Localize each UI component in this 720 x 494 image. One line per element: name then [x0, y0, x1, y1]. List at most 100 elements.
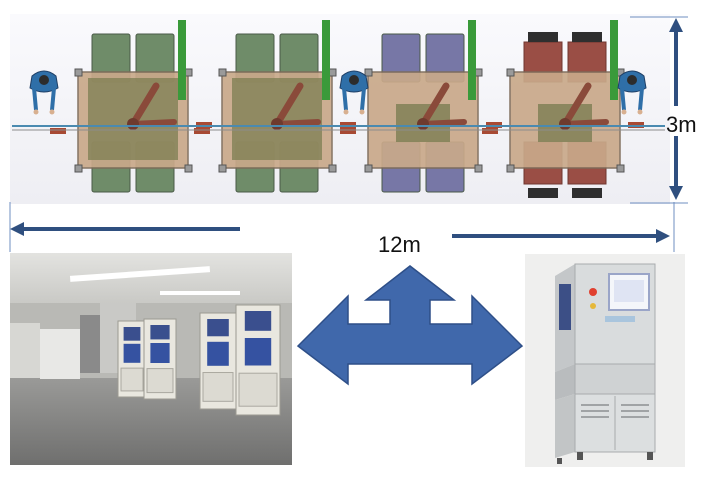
corner-post	[364, 164, 373, 173]
single-machine-photo	[525, 254, 685, 467]
operator-arm	[620, 87, 626, 111]
machine-row	[117, 304, 281, 416]
robot-arm	[274, 119, 321, 127]
corner-post	[218, 164, 227, 173]
plan-view-drawing	[12, 20, 665, 198]
operator-icon	[339, 70, 369, 115]
corner-post	[74, 68, 83, 77]
three-way-arrow-shape	[296, 265, 524, 386]
corner-post	[184, 68, 193, 77]
operators-layer	[29, 70, 647, 115]
robot-base	[417, 118, 429, 130]
robot-arm	[419, 82, 450, 128]
robot-base	[559, 118, 571, 130]
station-2	[194, 20, 356, 193]
screen-content	[614, 280, 644, 302]
emergency-stop-icon	[589, 288, 597, 296]
lower-cabinet-side	[555, 394, 575, 458]
operator-hand	[33, 109, 39, 115]
production-room-photo	[10, 253, 292, 465]
height-arrow-down-head	[669, 186, 683, 200]
feeder-bottom	[528, 188, 558, 198]
room-machine	[143, 318, 177, 400]
machine-lower-panel	[238, 372, 278, 407]
conveyor-part	[194, 128, 210, 134]
operator-hand	[49, 109, 55, 115]
side-window	[559, 284, 571, 330]
robot-arm	[129, 82, 160, 128]
conveyor-part	[482, 128, 498, 134]
operator-arm	[638, 87, 644, 111]
operator-head	[627, 75, 637, 85]
operator-arm	[360, 87, 366, 111]
operator-hand	[359, 109, 365, 115]
robot-base	[127, 118, 139, 130]
operator-icon	[617, 70, 647, 115]
vertical-rail	[322, 20, 330, 100]
robot-base	[271, 118, 283, 130]
height-dimension	[630, 16, 688, 204]
mid-panel	[574, 363, 656, 395]
machine-window	[150, 343, 170, 363]
operator-hand	[621, 109, 627, 115]
vent-slots	[581, 404, 649, 418]
operator-hand	[343, 109, 349, 115]
operator-arm	[50, 87, 56, 111]
room-machine	[117, 320, 147, 398]
operator-arm	[32, 87, 38, 111]
production-room-illustration	[10, 253, 292, 465]
vertical-rail	[468, 20, 476, 100]
machine-window	[207, 341, 229, 366]
operator-hand	[637, 109, 643, 115]
machine-screen	[244, 311, 272, 331]
three-way-arrow	[296, 265, 524, 386]
room-machine	[199, 312, 237, 410]
machine-foot	[647, 452, 653, 460]
robot-arm	[130, 119, 177, 127]
mid-panel-side	[555, 364, 575, 400]
feeder-bottom	[572, 188, 602, 198]
robot-arm	[273, 82, 304, 128]
corner-post	[328, 68, 337, 77]
station-3	[340, 20, 502, 193]
length-dimension	[9, 202, 675, 252]
length-dimension-label: 12m	[378, 232, 421, 257]
corner-post	[218, 68, 227, 77]
length-arrow-left-head	[10, 222, 24, 236]
conveyor-part	[50, 128, 66, 134]
corner-post	[616, 164, 625, 173]
height-arrow-up-head	[669, 18, 683, 32]
length-arrow-right-head	[656, 229, 670, 243]
operator-head	[349, 75, 359, 85]
machine-window	[123, 343, 141, 363]
layout-plan-panel	[10, 14, 670, 204]
operator-icon	[29, 70, 59, 115]
station-4	[482, 20, 644, 198]
operator-arm	[342, 87, 348, 111]
corner-post	[506, 164, 515, 173]
robot-arm	[562, 119, 609, 127]
machine-screen	[123, 327, 141, 341]
station-1	[50, 20, 212, 193]
corner-post	[474, 164, 483, 173]
ceiling-light	[69, 266, 211, 282]
feeder-top	[528, 32, 558, 42]
machine-screen	[150, 325, 170, 340]
single-machine-illustration	[525, 254, 685, 467]
machine-foot	[557, 458, 562, 464]
corner-post	[364, 68, 373, 77]
corner-post	[474, 68, 483, 77]
corner-post	[328, 164, 337, 173]
corner-post	[184, 164, 193, 173]
corner-post	[74, 164, 83, 173]
vertical-rail	[610, 20, 618, 100]
ceiling-light	[160, 291, 240, 295]
feeder-top	[572, 32, 602, 42]
conveyor-part	[340, 128, 356, 134]
bg-machine	[40, 329, 80, 379]
room-machine	[235, 304, 281, 416]
height-dimension-label: 3m	[666, 112, 697, 137]
front-logo-plate	[605, 316, 635, 322]
machine-lower-panel	[202, 372, 234, 402]
machine-window	[244, 338, 272, 366]
